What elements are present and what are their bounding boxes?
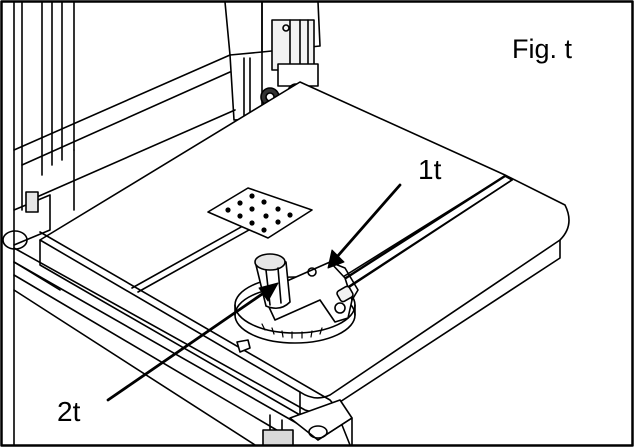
callout-label-1t: 1t: [418, 154, 442, 185]
arrowhead-2t: [258, 282, 279, 302]
figure-label: Fig. t: [512, 34, 573, 64]
saw-table: [39, 81, 570, 416]
callout-arrows: [106, 183, 402, 402]
callout-label-2t: 2t: [57, 396, 81, 427]
fence-rail: [2, 230, 353, 446]
base-frame: [262, 414, 294, 446]
arrow-2t: [106, 288, 270, 402]
arrow-1t: [334, 183, 402, 260]
arrowhead-1t: [327, 249, 345, 269]
left-frame: [13, 1, 236, 446]
